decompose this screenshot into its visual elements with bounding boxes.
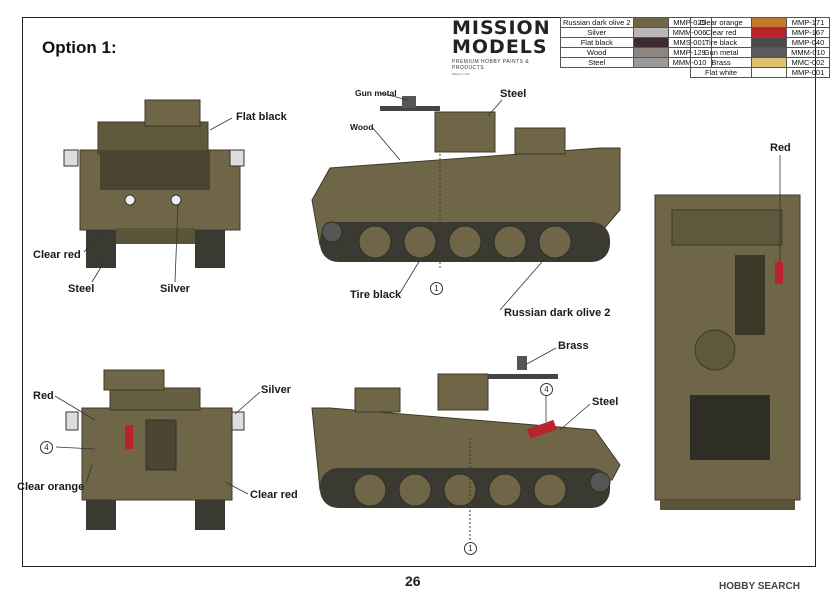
brand-line2: MODELS [452,36,548,58]
front-view-vehicle [63,99,245,268]
page-frame [22,17,816,567]
label-clear-red-front: Clear red [33,249,81,261]
watermark: HOBBY SEARCH [719,581,800,592]
label-red-rear: Red [33,390,54,402]
paint-code: MMP-001 [786,67,830,78]
label-tire-black: Tire black [350,289,402,301]
label-clear-red-rear: Clear red [250,489,298,501]
leader-lines [54,92,781,495]
label-silver-rear: Silver [261,384,291,396]
side-view-lower-vehicle [311,356,621,540]
page-number: 26 [405,573,421,589]
callout-1-upper: 1 [430,282,443,295]
label-russian-dark-olive: Russian dark olive 2 [504,307,611,319]
label-steel-side-bottom: Steel [592,396,619,408]
rear-view-vehicle [65,369,245,530]
label-clear-orange: Clear orange [17,481,85,493]
label-wood: Wood [350,122,374,132]
label-brass: Brass [558,340,589,352]
label-gun-metal: Gun metal [355,88,397,98]
label-silver-front: Silver [160,283,190,295]
callout-4-rear: 4 [40,441,53,454]
label-steel-side-top: Steel [500,88,527,100]
label-steel-front: Steel [68,283,95,295]
label-flat-black: Flat black [236,111,287,123]
side-view-upper-vehicle [311,96,621,270]
watermark-text: HOBBY SEARCH [719,581,800,592]
brand-line1: MISSION [452,17,551,39]
mission-models-logo: MISSION MODELS PREMIUM HOBBY PAINTS & PR… [452,17,562,77]
brand-tagline: PREMIUM HOBBY PAINTS & PRODUCTS [452,59,530,71]
option-title: Option 1: [42,38,117,57]
callout-1-lower: 1 [464,542,477,555]
brand-small: Made in USA [452,72,470,76]
label-red-top: Red [770,142,791,154]
top-view-vehicle [654,194,801,510]
callout-4-side: 4 [540,383,553,396]
